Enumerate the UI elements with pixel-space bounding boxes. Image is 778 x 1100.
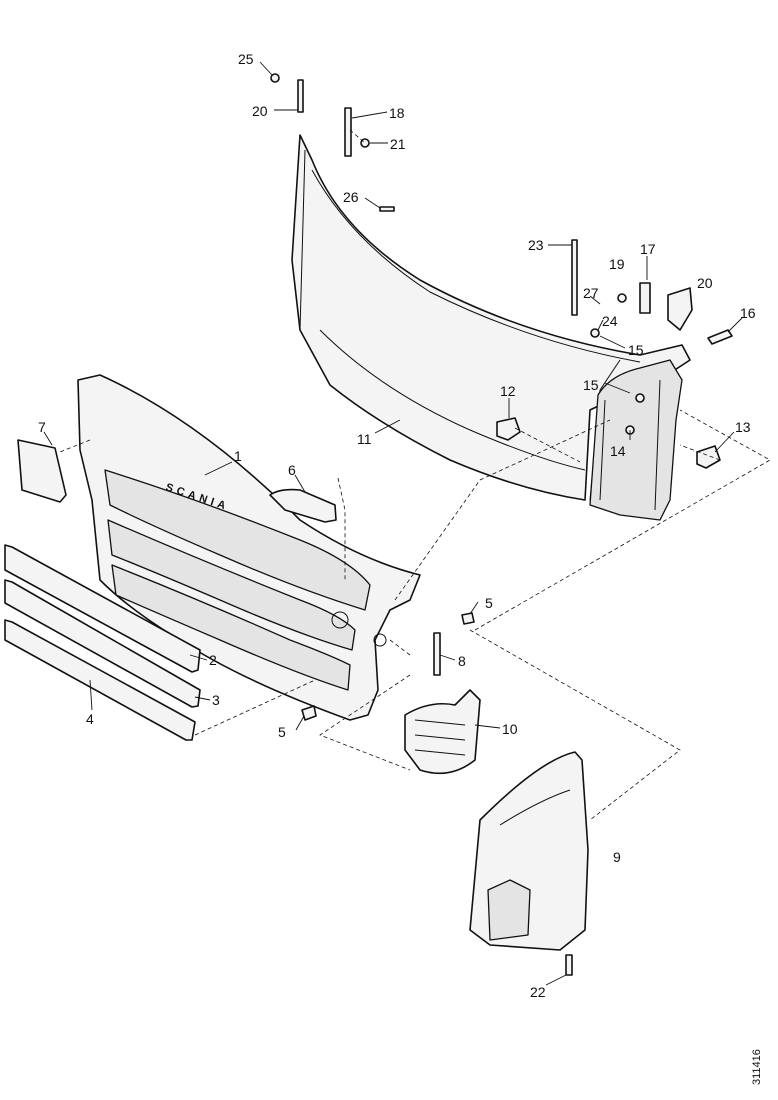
callout-6: 6 [288, 462, 296, 478]
callout-9: 9 [613, 849, 621, 865]
callout-3: 3 [212, 692, 220, 708]
callout-8: 8 [458, 653, 466, 669]
leader-lines [43, 61, 743, 986]
corner-bracket [404, 689, 481, 775]
callout-5-lower: 5 [278, 724, 286, 740]
main-grille: SCANIA [77, 374, 421, 721]
hardware [270, 73, 733, 976]
callout-23: 23 [528, 237, 544, 253]
callout-labels: 1 2 3 4 5 5 6 7 8 9 10 11 12 13 14 15 15… [38, 51, 756, 1000]
callout-7: 7 [38, 419, 46, 435]
callout-24: 24 [602, 313, 618, 329]
grille-bars [4, 544, 201, 741]
callout-10: 10 [502, 721, 518, 737]
callout-21: 21 [390, 136, 406, 152]
corner-panel [469, 751, 589, 951]
callout-13: 13 [735, 419, 751, 435]
callout-2: 2 [209, 652, 217, 668]
callout-12: 12 [500, 383, 516, 399]
callout-25: 25 [238, 51, 254, 67]
callout-18: 18 [389, 105, 405, 121]
callout-5-upper: 5 [485, 595, 493, 611]
callout-27: 27 [583, 285, 599, 301]
callout-26: 26 [343, 189, 359, 205]
callout-15-lower: 15 [583, 377, 599, 393]
callout-11: 11 [357, 431, 372, 447]
callout-20-left: 20 [252, 103, 268, 119]
side-plate [17, 439, 67, 503]
callout-16: 16 [740, 305, 756, 321]
callout-4: 4 [86, 711, 94, 727]
callout-22: 22 [530, 984, 546, 1000]
callout-15-upper: 15 [628, 342, 644, 358]
callout-1: 1 [234, 448, 242, 464]
callout-17: 17 [640, 241, 656, 257]
callout-19: 19 [609, 256, 625, 272]
assembly-lines [59, 129, 771, 821]
callout-20-right: 20 [697, 275, 713, 291]
reference-code: 311416 [751, 1049, 763, 1085]
lamp-cover [269, 488, 337, 523]
callout-14: 14 [610, 443, 626, 459]
upper-panel-frame [291, 134, 691, 521]
